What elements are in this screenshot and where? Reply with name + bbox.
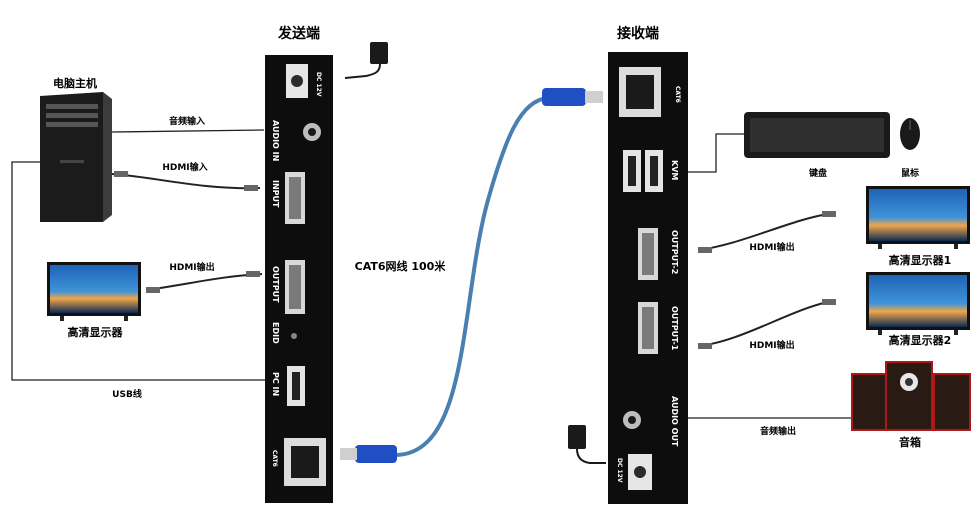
sender-dc-label: DC 12V bbox=[315, 72, 322, 97]
sender-usb-port-inner bbox=[292, 372, 300, 400]
rj45-plug-icon bbox=[542, 88, 603, 106]
hdmi-plug-icon bbox=[698, 343, 712, 349]
hdmi-out-2-cable bbox=[697, 301, 829, 347]
keyboard-icon bbox=[744, 112, 890, 158]
speaker-icon bbox=[851, 361, 971, 431]
hdmi-out-local-cable bbox=[145, 273, 263, 291]
pc-label: 电脑主机 bbox=[53, 76, 97, 90]
sender-hdmi-input-port-inner bbox=[289, 177, 301, 219]
hdmi-plug-icon bbox=[246, 271, 260, 277]
monitor-local-label: 高清显示器 bbox=[68, 325, 124, 339]
receiver-cat6-label: CAT6 bbox=[674, 86, 681, 103]
receiver-dc-hole bbox=[634, 466, 646, 478]
receiver-audio-jack-hole bbox=[628, 416, 636, 424]
hdmi-plug-icon bbox=[822, 299, 836, 305]
mouse-label: 鼠标 bbox=[901, 167, 919, 179]
receiver-rj45-port-inner bbox=[626, 75, 654, 109]
receiver-usb-port-inner bbox=[628, 156, 636, 186]
audio-in-cable bbox=[111, 129, 265, 133]
sender-hdmi-output-port-inner bbox=[289, 265, 301, 309]
hdmi-out-local-label: HDMI输出 bbox=[169, 261, 214, 273]
hdmi-plug-icon bbox=[244, 185, 258, 191]
audio-in-label: 音频输入 bbox=[169, 115, 205, 127]
cat6-cable bbox=[394, 96, 549, 457]
hdmi-out-2-label: HDMI输出 bbox=[749, 339, 794, 351]
monitor-2 bbox=[866, 272, 970, 335]
hdmi-in-label: HDMI输入 bbox=[162, 161, 207, 173]
receiver-output1-label: OUTPUT-1 bbox=[670, 306, 679, 351]
hdmi-plug-icon bbox=[822, 211, 836, 217]
sender-input-label: INPUT bbox=[271, 180, 280, 208]
receiver-title: 接收端 bbox=[617, 25, 659, 42]
sender-edid-label: EDID bbox=[271, 322, 280, 344]
hdmi-out-1-label: HDMI输出 bbox=[749, 241, 794, 253]
power-adapter-icon bbox=[344, 42, 388, 79]
monitor-1 bbox=[866, 186, 970, 249]
hdmi-out-1-cable bbox=[697, 213, 829, 251]
kvm-cable bbox=[688, 133, 744, 173]
speaker-label: 音箱 bbox=[899, 435, 921, 449]
monitor-local bbox=[47, 262, 141, 321]
sender-pc-in-label: PC IN bbox=[271, 372, 280, 396]
receiver-usb-port-inner bbox=[650, 156, 658, 186]
sender-edid-button bbox=[291, 333, 297, 339]
receiver-kvm-label: KVM bbox=[670, 160, 679, 180]
receiver-audio-out-label: AUDIO OUT bbox=[670, 396, 679, 447]
receiver-hdmi-output1-port-inner bbox=[642, 307, 654, 349]
sender-output-label: OUTPUT bbox=[271, 266, 280, 303]
receiver-hdmi-output2-port-inner bbox=[642, 233, 654, 275]
keyboard-label: 键盘 bbox=[808, 167, 827, 179]
sender-dc-hole bbox=[291, 75, 303, 87]
receiver-output2-label: OUTPUT-2 bbox=[670, 230, 679, 274]
sender-audio-jack-hole bbox=[308, 128, 316, 136]
monitor-2-label: 高清显示器2 bbox=[889, 333, 952, 347]
monitor-1-label: 高清显示器1 bbox=[889, 253, 952, 267]
usb-label: USB线 bbox=[112, 388, 142, 400]
audio-out-label: 音频输出 bbox=[760, 425, 796, 437]
sender-rj45-port-inner bbox=[291, 446, 319, 478]
power-adapter-icon bbox=[568, 425, 606, 464]
sender-audio-in-label: AUDIO IN bbox=[271, 120, 280, 161]
hdmi-plug-icon bbox=[698, 247, 712, 253]
cat6-label: CAT6网线 100米 bbox=[355, 259, 447, 273]
hdmi-plug-icon bbox=[114, 171, 128, 177]
hdmi-plug-icon bbox=[146, 287, 160, 293]
usb-cable bbox=[11, 161, 265, 381]
hdmi-in-cable bbox=[111, 173, 261, 190]
receiver-dc-label: DC 12V bbox=[616, 458, 623, 483]
rj45-plug-icon bbox=[340, 445, 397, 463]
sender-cat6-label: CAT6 bbox=[271, 450, 278, 467]
mouse-icon bbox=[900, 118, 920, 150]
sender-title: 发送端 bbox=[277, 25, 320, 42]
pc-tower bbox=[40, 92, 112, 222]
